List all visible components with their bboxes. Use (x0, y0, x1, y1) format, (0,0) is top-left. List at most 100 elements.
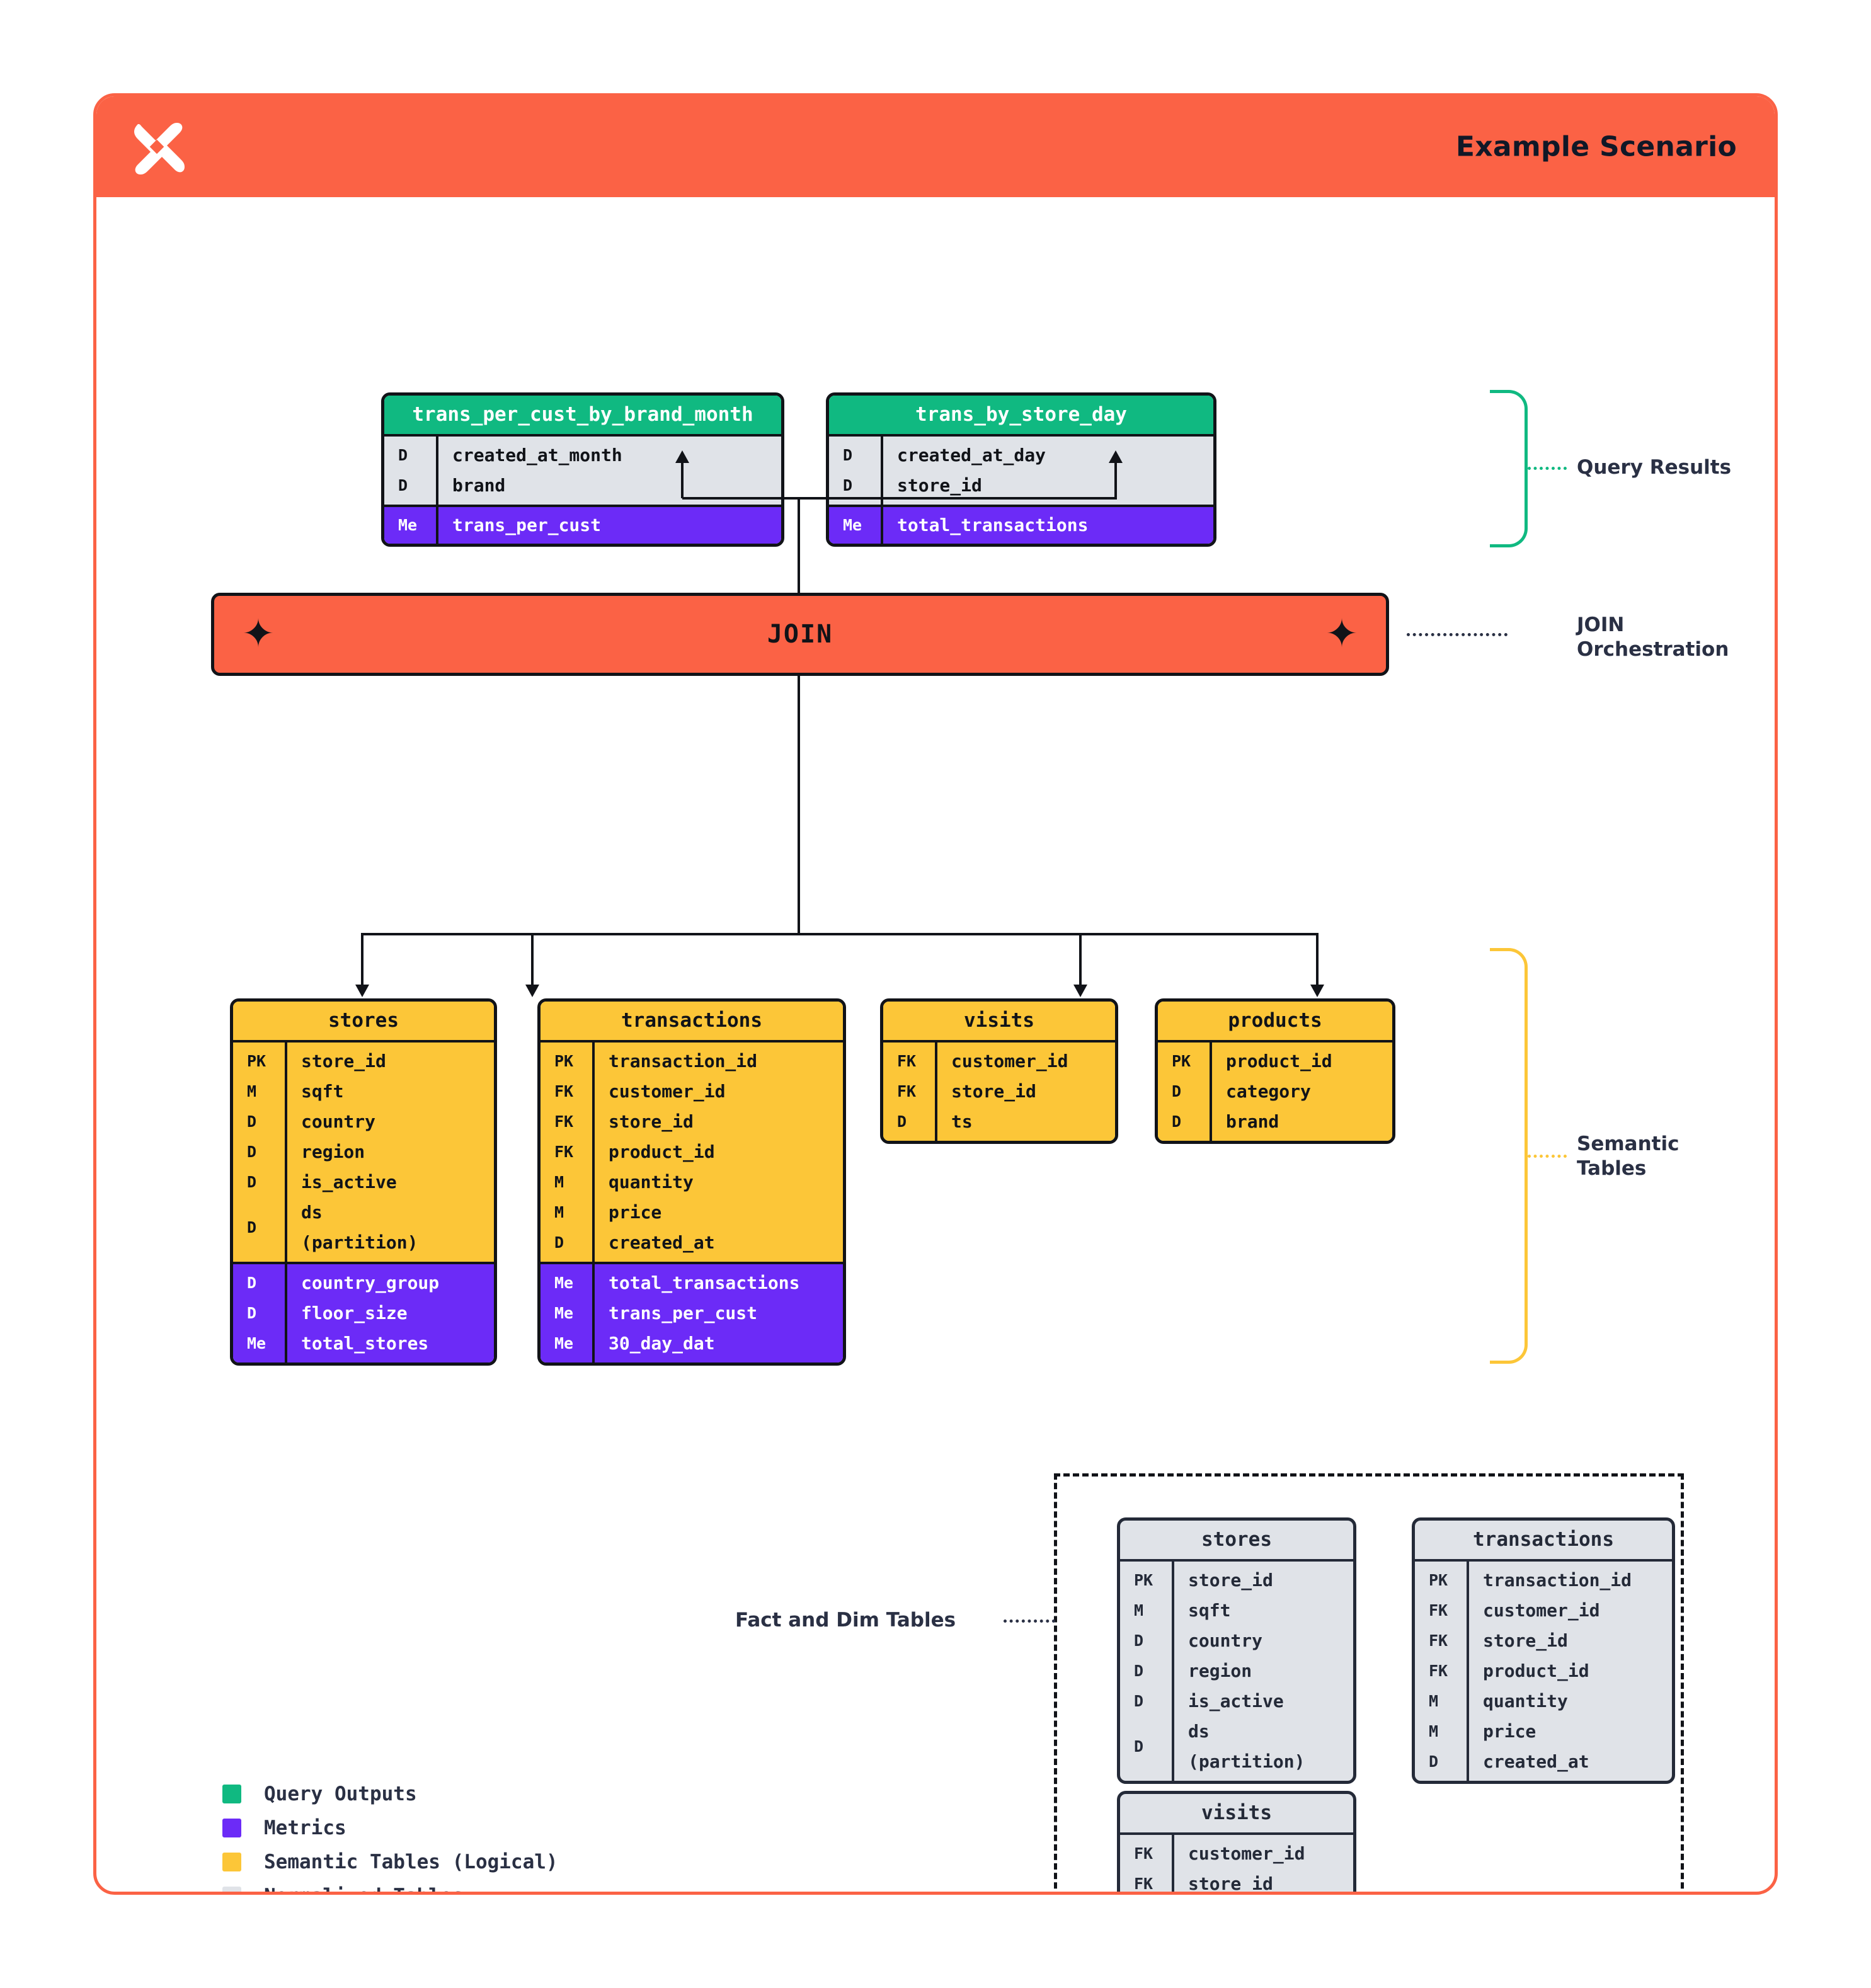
legend-swatch-normalized-tables (222, 1887, 241, 1892)
row-value: total_stores (301, 1333, 429, 1354)
row-value: trans_per_cust (609, 1303, 758, 1323)
row-key: PK (554, 1052, 574, 1070)
row-value: region (1188, 1660, 1252, 1681)
arrow-down-transactions (525, 985, 539, 997)
table-title: visits (883, 1002, 1115, 1040)
column-divider (436, 437, 438, 505)
row-value: product_id (1226, 1051, 1332, 1071)
row-key: PK (1172, 1052, 1191, 1070)
arrow-up-left (675, 450, 689, 463)
row-value: store_id (951, 1081, 1036, 1102)
row-key: D (843, 446, 853, 464)
table-title: transactions (541, 1002, 843, 1040)
row-value: price (609, 1202, 662, 1223)
legend-label: Metrics (264, 1817, 346, 1839)
column-divider (285, 1043, 287, 1262)
semantic-tables-bracket (1490, 948, 1528, 1364)
legend-item-normalized-tables: Normalized Tables (222, 1879, 558, 1892)
table-row: PK transaction_id (541, 1046, 843, 1077)
row-value: created_at_month (452, 445, 622, 466)
query-results-leader-line (1528, 467, 1567, 470)
row-value: store_id (897, 475, 982, 496)
table-metric-section: Me total_transactions (829, 505, 1213, 544)
column-divider (1210, 1043, 1212, 1141)
row-key: D (247, 1304, 257, 1322)
row-key: D (1429, 1752, 1439, 1771)
row-value: total_transactions (609, 1272, 800, 1293)
card-header: Example Scenario (96, 96, 1775, 197)
row-value: transaction_id (609, 1051, 758, 1071)
column-divider (1467, 1562, 1469, 1781)
annotation-join-line2: Orchestration (1577, 637, 1729, 661)
row-key: D (897, 1112, 907, 1131)
connector-branch-stores (361, 933, 363, 987)
row-value: created_at (609, 1232, 715, 1253)
row-value: trans_per_cust (452, 515, 602, 535)
row-value: ts (951, 1111, 973, 1132)
row-value: brand (452, 475, 506, 496)
legend-item-semantic-tables: Semantic Tables (Logical) (222, 1845, 558, 1879)
legend: Query Outputs Metrics Semantic Tables (L… (222, 1777, 558, 1892)
row-key: M (1429, 1722, 1439, 1740)
column-divider (1172, 1835, 1174, 1892)
row-key: D (1172, 1082, 1182, 1100)
connector-branch-transactions (531, 933, 534, 987)
legend-item-metrics: Metrics (222, 1811, 558, 1845)
legend-label: Semantic Tables (Logical) (264, 1851, 558, 1873)
row-key: FK (1429, 1601, 1448, 1620)
arrow-down-visits (1073, 985, 1087, 997)
table-row: D brand (384, 471, 781, 505)
arrow-down-stores (355, 985, 369, 997)
row-key: Me (398, 516, 418, 534)
row-value: customer_id (951, 1051, 1068, 1071)
row-key: FK (554, 1143, 574, 1161)
row-value: created_at_day (897, 445, 1046, 466)
table-dimension-section: D created_at_month D brand (384, 434, 781, 505)
row-key: M (554, 1173, 564, 1191)
row-value: store_id (609, 1111, 694, 1132)
row-key: D (398, 476, 408, 494)
table-title: visits (1201, 1802, 1272, 1824)
row-key: PK (247, 1052, 266, 1070)
column-divider (285, 1264, 287, 1362)
query-result-table-trans-by-store-day[interactable]: trans_by_store_day D created_at_day D st… (826, 392, 1216, 547)
row-key: D (1134, 1631, 1144, 1650)
column-divider (881, 437, 883, 505)
query-result-table-trans-per-cust-by-brand-month[interactable]: trans_per_cust_by_brand_month D created_… (381, 392, 784, 547)
row-value: customer_id (1483, 1600, 1600, 1621)
sparkle-icon: ✦ (1325, 610, 1358, 656)
page-title: Example Scenario (1455, 130, 1737, 163)
join-orchestration-bar[interactable]: ✦ JOIN ✦ (211, 593, 1389, 676)
row-value: region (301, 1141, 365, 1162)
row-value: store_id (1483, 1630, 1568, 1651)
row-value: store_id (1188, 1873, 1273, 1894)
row-value: 30_day_dat (609, 1333, 715, 1354)
table-row: PK product_id (1158, 1046, 1392, 1077)
